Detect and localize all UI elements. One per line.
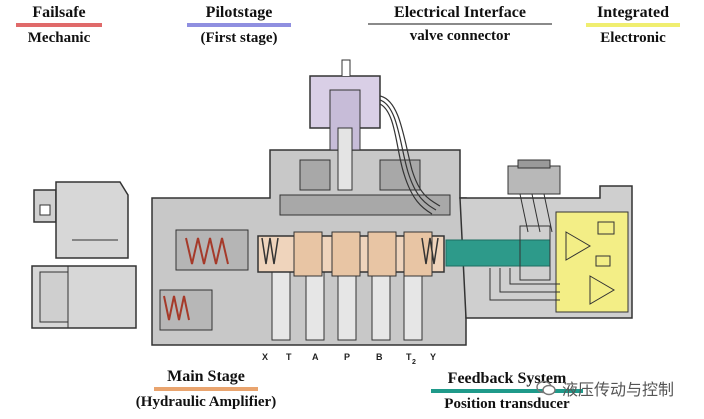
feedback-system-label: Feedback System Position transducer xyxy=(424,370,590,413)
main-stage-label: Main Stage (Hydraulic Amplifier) xyxy=(124,368,288,411)
feedback-system-subtitle: Position transducer xyxy=(444,396,570,412)
main-stage-subtitle: (Hydraulic Amplifier) xyxy=(135,394,277,410)
main-spool xyxy=(163,231,445,321)
integrated-label: Integrated Electronic xyxy=(584,4,682,47)
pilot-wiring xyxy=(379,95,441,215)
main-stage-color-bar xyxy=(154,387,258,391)
failsafe-label: Failsafe Mechanic xyxy=(14,4,104,47)
main-stage-title: Main Stage xyxy=(167,368,245,385)
electrical-interface-title: Electrical Interface xyxy=(394,4,526,21)
feedback-housing xyxy=(445,159,633,319)
integrated-title: Integrated xyxy=(597,4,669,21)
pilotstage-color-bar xyxy=(187,23,291,27)
port-t2-subscript: 2 xyxy=(412,359,416,366)
port-b: B xyxy=(376,352,383,362)
failsafe-color-bar xyxy=(16,23,102,27)
wechat-icon xyxy=(536,380,556,396)
pilot-stage xyxy=(309,59,381,191)
pilotstage-subtitle: (First stage) xyxy=(200,30,278,46)
port-y: Y xyxy=(430,352,436,362)
port-x: X xyxy=(262,352,268,362)
feedback-system-color-bar xyxy=(431,389,583,393)
watermark: 液压传动与控制 xyxy=(536,376,674,400)
electrical-interface-label: Electrical Interface valve connector xyxy=(366,4,554,45)
integrated-color-bar xyxy=(586,23,680,27)
port-p: P xyxy=(344,352,350,362)
failsafe-solenoid xyxy=(31,181,137,329)
integrated-subtitle: Electronic xyxy=(600,30,666,46)
port-t: T xyxy=(286,352,292,362)
electrical-interface-subtitle: valve connector xyxy=(409,28,511,44)
port-labels: X T A P B T 2 Y xyxy=(262,352,436,366)
pilotstage-label: Pilotstage (First stage) xyxy=(184,4,294,47)
port-a: A xyxy=(312,352,319,362)
feedback-system-title: Feedback System xyxy=(447,370,567,387)
watermark-text: 液压传动与控制 xyxy=(562,380,675,399)
failsafe-subtitle: Mechanic xyxy=(27,30,91,46)
failsafe-title: Failsafe xyxy=(32,4,86,21)
electrical-interface-color-bar xyxy=(368,23,552,25)
pilotstage-title: Pilotstage xyxy=(205,4,273,21)
main-stage-body xyxy=(151,149,467,346)
port-t2: T xyxy=(406,352,412,362)
